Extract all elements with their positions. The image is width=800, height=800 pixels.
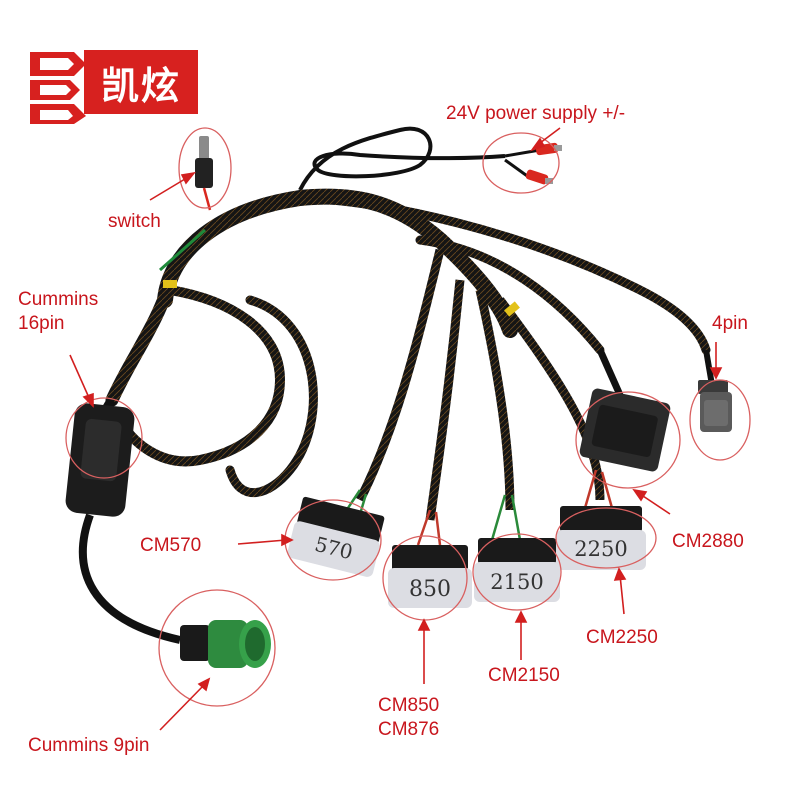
cm850-callout-circle (382, 535, 468, 621)
cm2250-marking: 2250 (574, 537, 627, 561)
cm2150-callout-circle (472, 533, 562, 611)
cummins16-label: Cummins 16pin (18, 288, 98, 336)
cm850-label: CM850 (378, 695, 440, 716)
main-trunk (105, 188, 711, 498)
switch-callout-circle (178, 127, 232, 209)
deutsch-9pin-connector (79, 513, 271, 668)
cm2150-label: CM2150 (488, 665, 560, 686)
alligator-clips (525, 142, 562, 185)
cm876-label: CM876 (378, 718, 440, 740)
cummins9-label: Cummins 9pin (28, 735, 150, 756)
logo-box (84, 50, 198, 114)
brand-logo: 凯炫 (28, 40, 198, 124)
cm850-cm876-label: CM850 CM876 (378, 694, 439, 742)
power-supply-label: 24V power supply +/- (446, 103, 626, 124)
switch-label: switch (108, 211, 161, 232)
cm850-connector: 850 (388, 545, 472, 608)
cm850-marking: 850 (409, 577, 451, 602)
obd-16pin-connector (65, 397, 135, 517)
cm2250-label: CM2250 (586, 627, 658, 648)
cm2880-label: CM2880 (672, 531, 744, 552)
cummins16-callout-circle (65, 397, 143, 479)
cm2150-marking: 2150 (490, 570, 543, 594)
power-lead (298, 126, 541, 191)
cm2880-connector (579, 348, 671, 472)
logo-mark-icon (30, 52, 86, 124)
cm2250-callout-circle (555, 507, 657, 569)
cm2150-connector: 2150 (474, 538, 560, 602)
toggle-switch (195, 136, 213, 211)
cm570-label: CM570 (140, 535, 202, 556)
cm2250-connector: 2250 (556, 506, 646, 570)
cummins9-callout-circle (158, 589, 276, 707)
four-pin-callout-circle (689, 379, 751, 461)
annotation-circles (65, 127, 751, 707)
cummins16-label-line2: 16pin (18, 312, 65, 334)
branch-cables (338, 248, 614, 546)
four-pin-label: 4pin (712, 313, 748, 334)
power-callout-circle (482, 132, 560, 194)
annotation-arrows (69, 127, 723, 731)
cm570-connector: 570 (287, 496, 385, 577)
cm2880-callout-circle (575, 391, 681, 489)
logo-text: 凯炫 (100, 63, 181, 108)
four-pin-connector (698, 349, 732, 432)
cummins16-label-line1: Cummins (18, 289, 99, 310)
